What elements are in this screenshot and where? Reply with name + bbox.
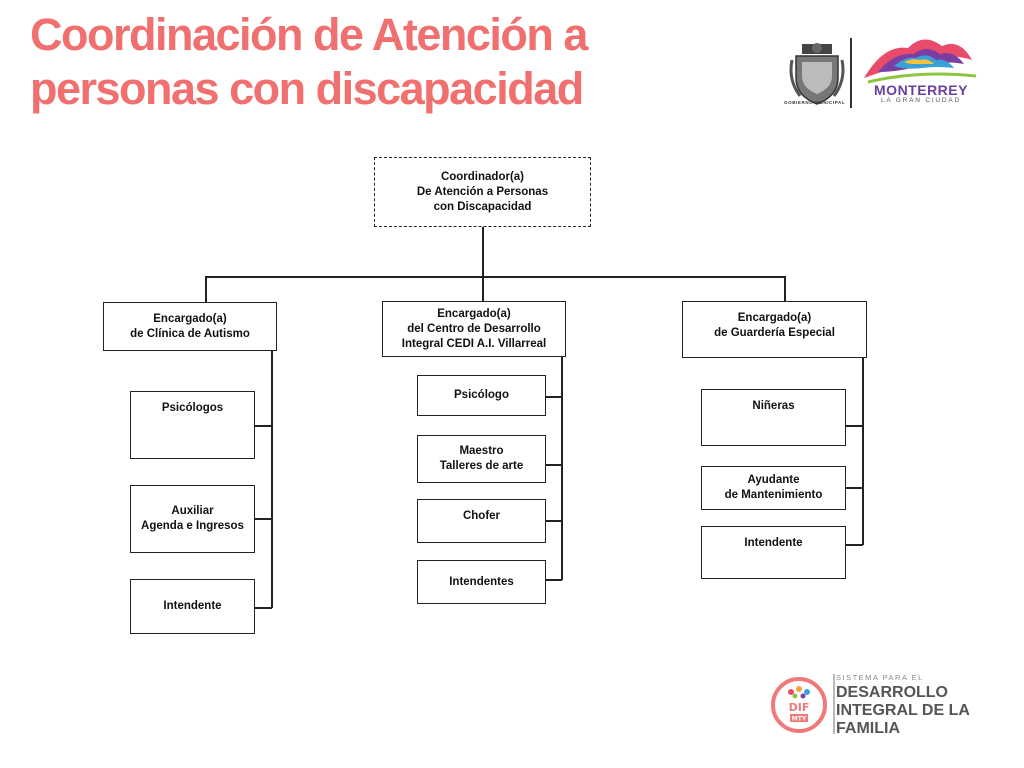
- page-title: Coordinación de Atención a personas con …: [30, 9, 588, 114]
- connector: [545, 520, 562, 522]
- city-name: MONTERREY: [874, 82, 968, 98]
- connector: [845, 487, 863, 489]
- connector: [482, 226, 484, 277]
- connector: [545, 464, 562, 466]
- connector: [205, 276, 785, 278]
- cedi-head-box: Encargado(a) del Centro de Desarrollo In…: [382, 301, 566, 357]
- special-daycare-head-box: Encargado(a) de Guardería Especial: [682, 301, 867, 358]
- autism-clinic-head-box: Encargado(a) de Clínica de Autismo: [103, 302, 277, 351]
- connector: [271, 350, 273, 608]
- connector: [845, 425, 863, 427]
- dif-emblem-sub: MTY: [792, 716, 807, 723]
- connector: [561, 356, 563, 580]
- left-staff-box-psychologists: Psicólogos: [130, 391, 255, 459]
- city-tagline: LA GRAN CIUDAD: [880, 97, 962, 104]
- left-staff-box-janitor: Intendente: [130, 579, 255, 634]
- dif-small-text: SISTEMA PARA EL: [836, 673, 924, 682]
- center-staff-box-janitors: Intendentes: [417, 560, 546, 604]
- right-staff-box-nannies: Niñeras: [701, 389, 846, 446]
- seal-caption: GOBIERNO MUNICIPAL: [784, 100, 846, 105]
- municipal-seal-icon: [789, 43, 845, 105]
- left-staff-box-auxiliary: Auxiliar Agenda e Ingresos: [130, 485, 255, 553]
- logo-divider: [850, 38, 852, 108]
- coordinator-box: Coordinador(a) De Atención a Personas co…: [374, 157, 591, 227]
- connector: [254, 425, 272, 427]
- connector: [545, 396, 562, 398]
- center-staff-box-art-teacher: Maestro Talleres de arte: [417, 435, 546, 483]
- connector: [862, 357, 864, 545]
- connector: [545, 579, 562, 581]
- connector: [254, 518, 272, 520]
- dif-name: DESARROLLO INTEGRAL DE LA FAMILIA: [836, 684, 970, 737]
- center-staff-box-driver: Chofer: [417, 499, 546, 543]
- connector: [845, 544, 863, 546]
- connector: [205, 276, 207, 303]
- center-staff-box-psychologist: Psicólogo: [417, 375, 546, 416]
- connector: [254, 607, 272, 609]
- dif-divider: [833, 674, 835, 734]
- dif-logo-icon: DIF MTY: [771, 677, 827, 733]
- dif-emblem-text: DIF: [789, 701, 810, 714]
- connector: [482, 276, 484, 303]
- connector: [784, 276, 786, 303]
- right-staff-box-maintenance: Ayudante de Mantenimiento: [701, 466, 846, 510]
- monterrey-mountains-icon: [864, 39, 977, 84]
- right-staff-box-janitor: Intendente: [701, 526, 846, 579]
